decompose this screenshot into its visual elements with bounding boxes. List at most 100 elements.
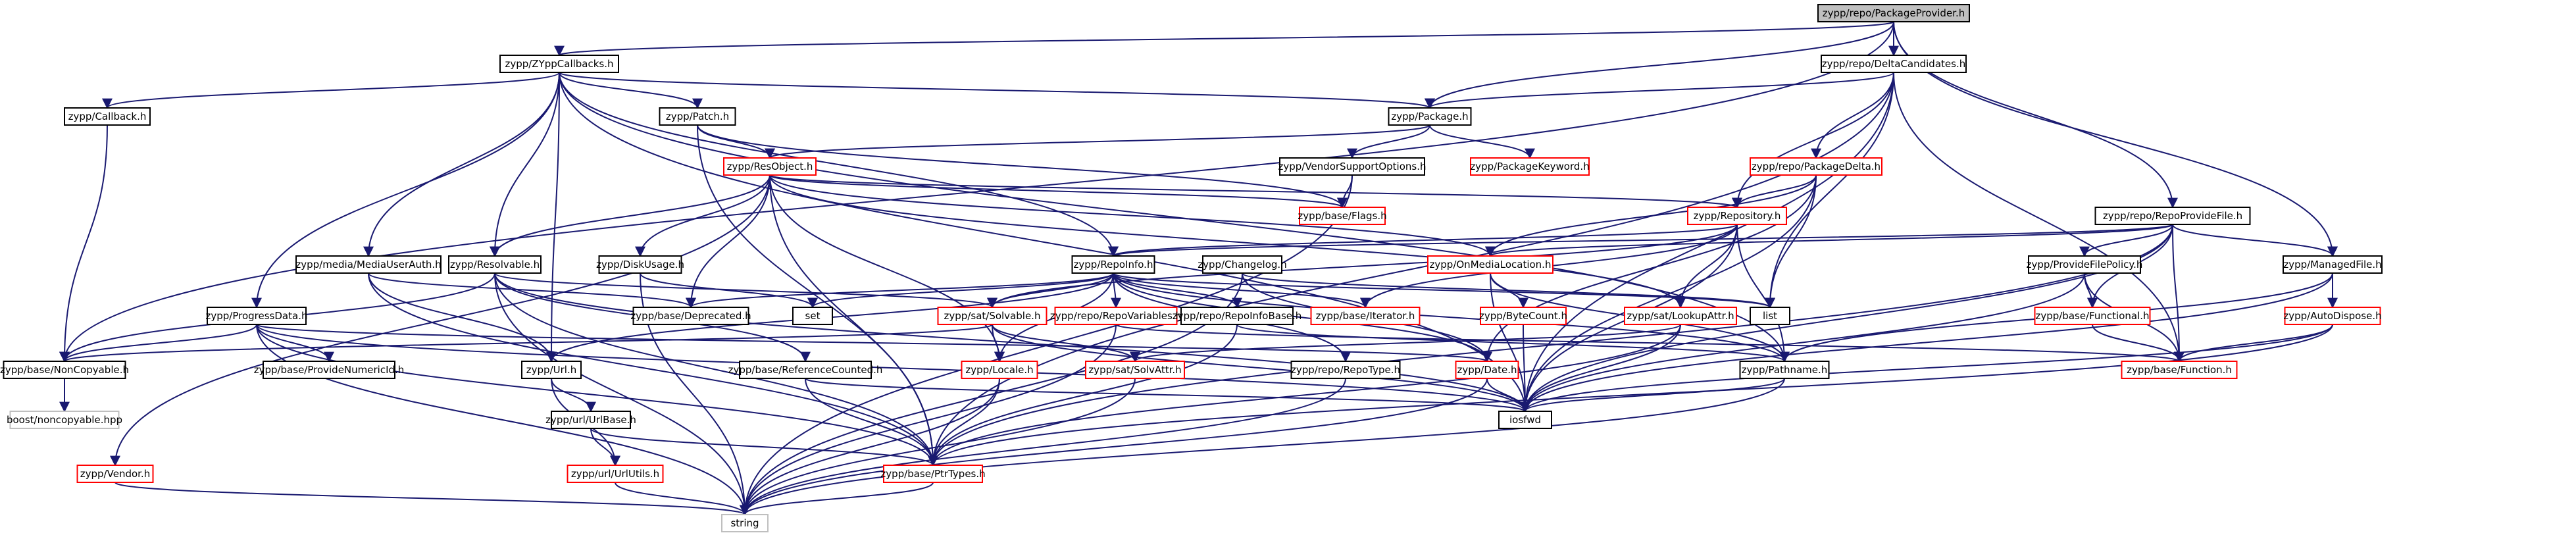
edge-deltacand-to-list <box>1765 72 1894 309</box>
edge-ptrtypes-to-string <box>740 482 934 516</box>
node-noncopyable-box <box>3 361 126 379</box>
edge-autodispose-to-iosfwd <box>1520 324 2333 413</box>
node-deprecated[interactable]: zypp/base/Deprecated.h <box>630 307 751 325</box>
node-functional[interactable]: zypp/base/Functional.h <box>2034 307 2151 325</box>
node-bytecount[interactable]: zypp/ByteCount.h <box>1479 307 1567 325</box>
node-diskusage[interactable]: zypp/DiskUsage.h <box>596 255 684 274</box>
edge-progressdata-to-date <box>256 324 1492 363</box>
node-repoinfobase-label: zypp/repo/RepoInfoBase.h <box>1173 310 1302 322</box>
edge-urlutils-to-string <box>615 482 750 516</box>
node-resobject-box <box>723 157 817 176</box>
node-locale[interactable]: zypp/Locale.h <box>961 361 1038 379</box>
node-patch-label: zypp/Patch.h <box>666 111 729 122</box>
edge-package-to-resobject <box>765 124 1430 159</box>
node-patch[interactable]: zypp/Patch.h <box>659 107 736 126</box>
edge-lookupattr-to-solvattr <box>1130 324 1681 363</box>
node-repoprovide-label: zypp/repo/RepoProvideFile.h <box>2103 210 2242 222</box>
edge-repoprovide-to-managedfile <box>2172 224 2338 257</box>
edge-managedfile-to-iosfwd <box>1520 272 2333 413</box>
edge-repoprovide-to-onmedia <box>1485 224 2173 257</box>
node-pkgdelta[interactable]: zypp/repo/PackageDelta.h <box>1750 157 1882 176</box>
node-repovars[interactable]: zypp/repo/RepoVariables.h <box>1050 307 1182 325</box>
node-repotype-label: zypp/repo/RepoType.h <box>1291 364 1400 376</box>
node-iterator[interactable]: zypp/base/Iterator.h <box>1310 307 1421 325</box>
edge-deltacand-to-ptrtypes <box>928 72 1894 467</box>
node-repoprovide[interactable]: zypp/repo/RepoProvideFile.h <box>2094 207 2251 225</box>
node-repository[interactable]: zypp/Repository.h <box>1687 207 1787 225</box>
node-pathname[interactable]: zypp/Pathname.h <box>1739 361 1830 379</box>
node-locale-label: zypp/Locale.h <box>965 364 1033 376</box>
edge-bytecount-to-iosfwd <box>1519 324 1530 413</box>
node-list[interactable]: list <box>1750 307 1790 325</box>
node-zyppcb-box <box>499 55 619 73</box>
node-repoinfo[interactable]: zypp/RepoInfo.h <box>1071 255 1155 274</box>
node-changelog-label: zypp/Changelog.h <box>1198 259 1286 270</box>
node-provmoduleid-box <box>263 361 395 379</box>
node-pkgkeyword-label: zypp/PackageKeyword.h <box>1470 161 1589 172</box>
node-deprecated-label: zypp/base/Deprecated.h <box>630 310 751 322</box>
node-repotype[interactable]: zypp/repo/RepoType.h <box>1290 361 1401 379</box>
node-repovars-box <box>1054 307 1178 325</box>
node-ptrtypes[interactable]: zypp/base/PtrTypes.h <box>880 465 986 483</box>
node-iosfwd-label: iosfwd <box>1509 414 1541 426</box>
node-boostnc: boost/noncopyable.hpp <box>7 411 122 429</box>
node-vendor[interactable]: zypp/Vendor.h <box>76 465 154 483</box>
edge-resobject-to-onmedia <box>769 174 1496 257</box>
node-boostnc-box <box>9 411 120 429</box>
node-mediauserauth[interactable]: zypp/media/MediaUserAuth.h <box>295 255 442 274</box>
node-lookupattr[interactable]: zypp/sat/LookupAttr.h <box>1624 307 1737 325</box>
node-solvable[interactable]: zypp/sat/Solvable.h <box>937 307 1048 325</box>
node-function[interactable]: zypp/base/Function.h <box>2121 361 2238 379</box>
node-provmoduleid[interactable]: zypp/base/ProvideNumericId.h <box>254 361 405 379</box>
node-solvattr[interactable]: zypp/sat/SolvAttr.h <box>1085 361 1185 379</box>
node-progressdata-box <box>207 307 307 325</box>
node-callback[interactable]: zypp/Callback.h <box>64 107 151 126</box>
node-vendorsupp-box <box>1279 157 1425 176</box>
node-list-label: list <box>1763 310 1777 322</box>
node-noncopyable[interactable]: zypp/base/NonCopyable.h <box>0 361 129 379</box>
node-deltacand-label: zypp/repo/DeltaCandidates.h <box>1822 58 1965 70</box>
node-url-box <box>521 361 582 379</box>
node-autodispose[interactable]: zypp/AutoDispose.h <box>2283 307 2382 325</box>
node-set[interactable]: set <box>792 307 833 325</box>
node-urlutils[interactable]: zypp/url/UrlUtils.h <box>567 465 664 483</box>
node-iosfwd[interactable]: iosfwd <box>1498 411 1552 429</box>
node-vendorsupp[interactable]: zypp/VendorSupportOptions.h <box>1278 157 1427 176</box>
edge-repoinfo-to-deprecated <box>686 272 1114 309</box>
node-function-label: zypp/base/Function.h <box>2127 364 2232 376</box>
node-url[interactable]: zypp/Url.h <box>521 361 582 379</box>
node-urlbase[interactable]: zypp/url/UrlBase.h <box>545 411 636 429</box>
node-package-box <box>1388 107 1472 126</box>
node-zyppcb[interactable]: zypp/ZYppCallbacks.h <box>499 55 619 73</box>
node-mediauserauth-label: zypp/media/MediaUserAuth.h <box>295 259 441 270</box>
node-solvable-box <box>937 307 1048 325</box>
node-package[interactable]: zypp/Package.h <box>1388 107 1472 126</box>
node-date[interactable]: zypp/Date.h <box>1455 361 1519 379</box>
node-string-box <box>721 514 769 532</box>
node-provpolicy[interactable]: zypp/ProvideFilePolicy.h <box>2027 255 2143 274</box>
edge-lookupattr-to-ptrtypes <box>928 324 1681 467</box>
edge-root-to-zyppcb <box>555 21 1894 57</box>
node-root[interactable]: zypp/repo/PackageProvider.h <box>1817 4 1970 22</box>
node-resolvable-box <box>448 255 542 274</box>
node-urlbase-box <box>551 411 631 429</box>
node-deltacand[interactable]: zypp/repo/DeltaCandidates.h <box>1821 55 1967 73</box>
node-progressdata[interactable]: zypp/ProgressData.h <box>206 307 308 325</box>
node-onmedia-label: zypp/OnMediaLocation.h <box>1430 259 1552 270</box>
node-resolvable[interactable]: zypp/Resolvable.h <box>448 255 542 274</box>
edge-deltacand-to-function <box>1893 72 2185 363</box>
edge-zyppcb-to-callback <box>102 72 560 109</box>
node-flags[interactable]: zypp/base/Flags.h <box>1298 207 1387 225</box>
node-refcounted[interactable]: zypp/base/ReferenceCounted.h <box>728 361 883 379</box>
edge-zyppcb-to-resolvable <box>490 72 560 257</box>
node-managedfile[interactable]: zypp/ManagedFile.h <box>2283 255 2383 274</box>
edge-zyppcb-to-mediauserauth <box>363 72 560 257</box>
edge-deltacand-to-repository <box>1732 72 1894 209</box>
edge-locale-to-string <box>740 378 1000 516</box>
node-zyppcb-label: zypp/ZYppCallbacks.h <box>505 58 613 70</box>
node-changelog[interactable]: zypp/Changelog.h <box>1198 255 1287 274</box>
node-onmedia[interactable]: zypp/OnMediaLocation.h <box>1427 255 1553 274</box>
node-repoinfobase[interactable]: zypp/repo/RepoInfoBase.h <box>1173 307 1302 325</box>
node-resobject[interactable]: zypp/ResObject.h <box>723 157 817 176</box>
node-pkgkeyword[interactable]: zypp/PackageKeyword.h <box>1470 157 1590 176</box>
